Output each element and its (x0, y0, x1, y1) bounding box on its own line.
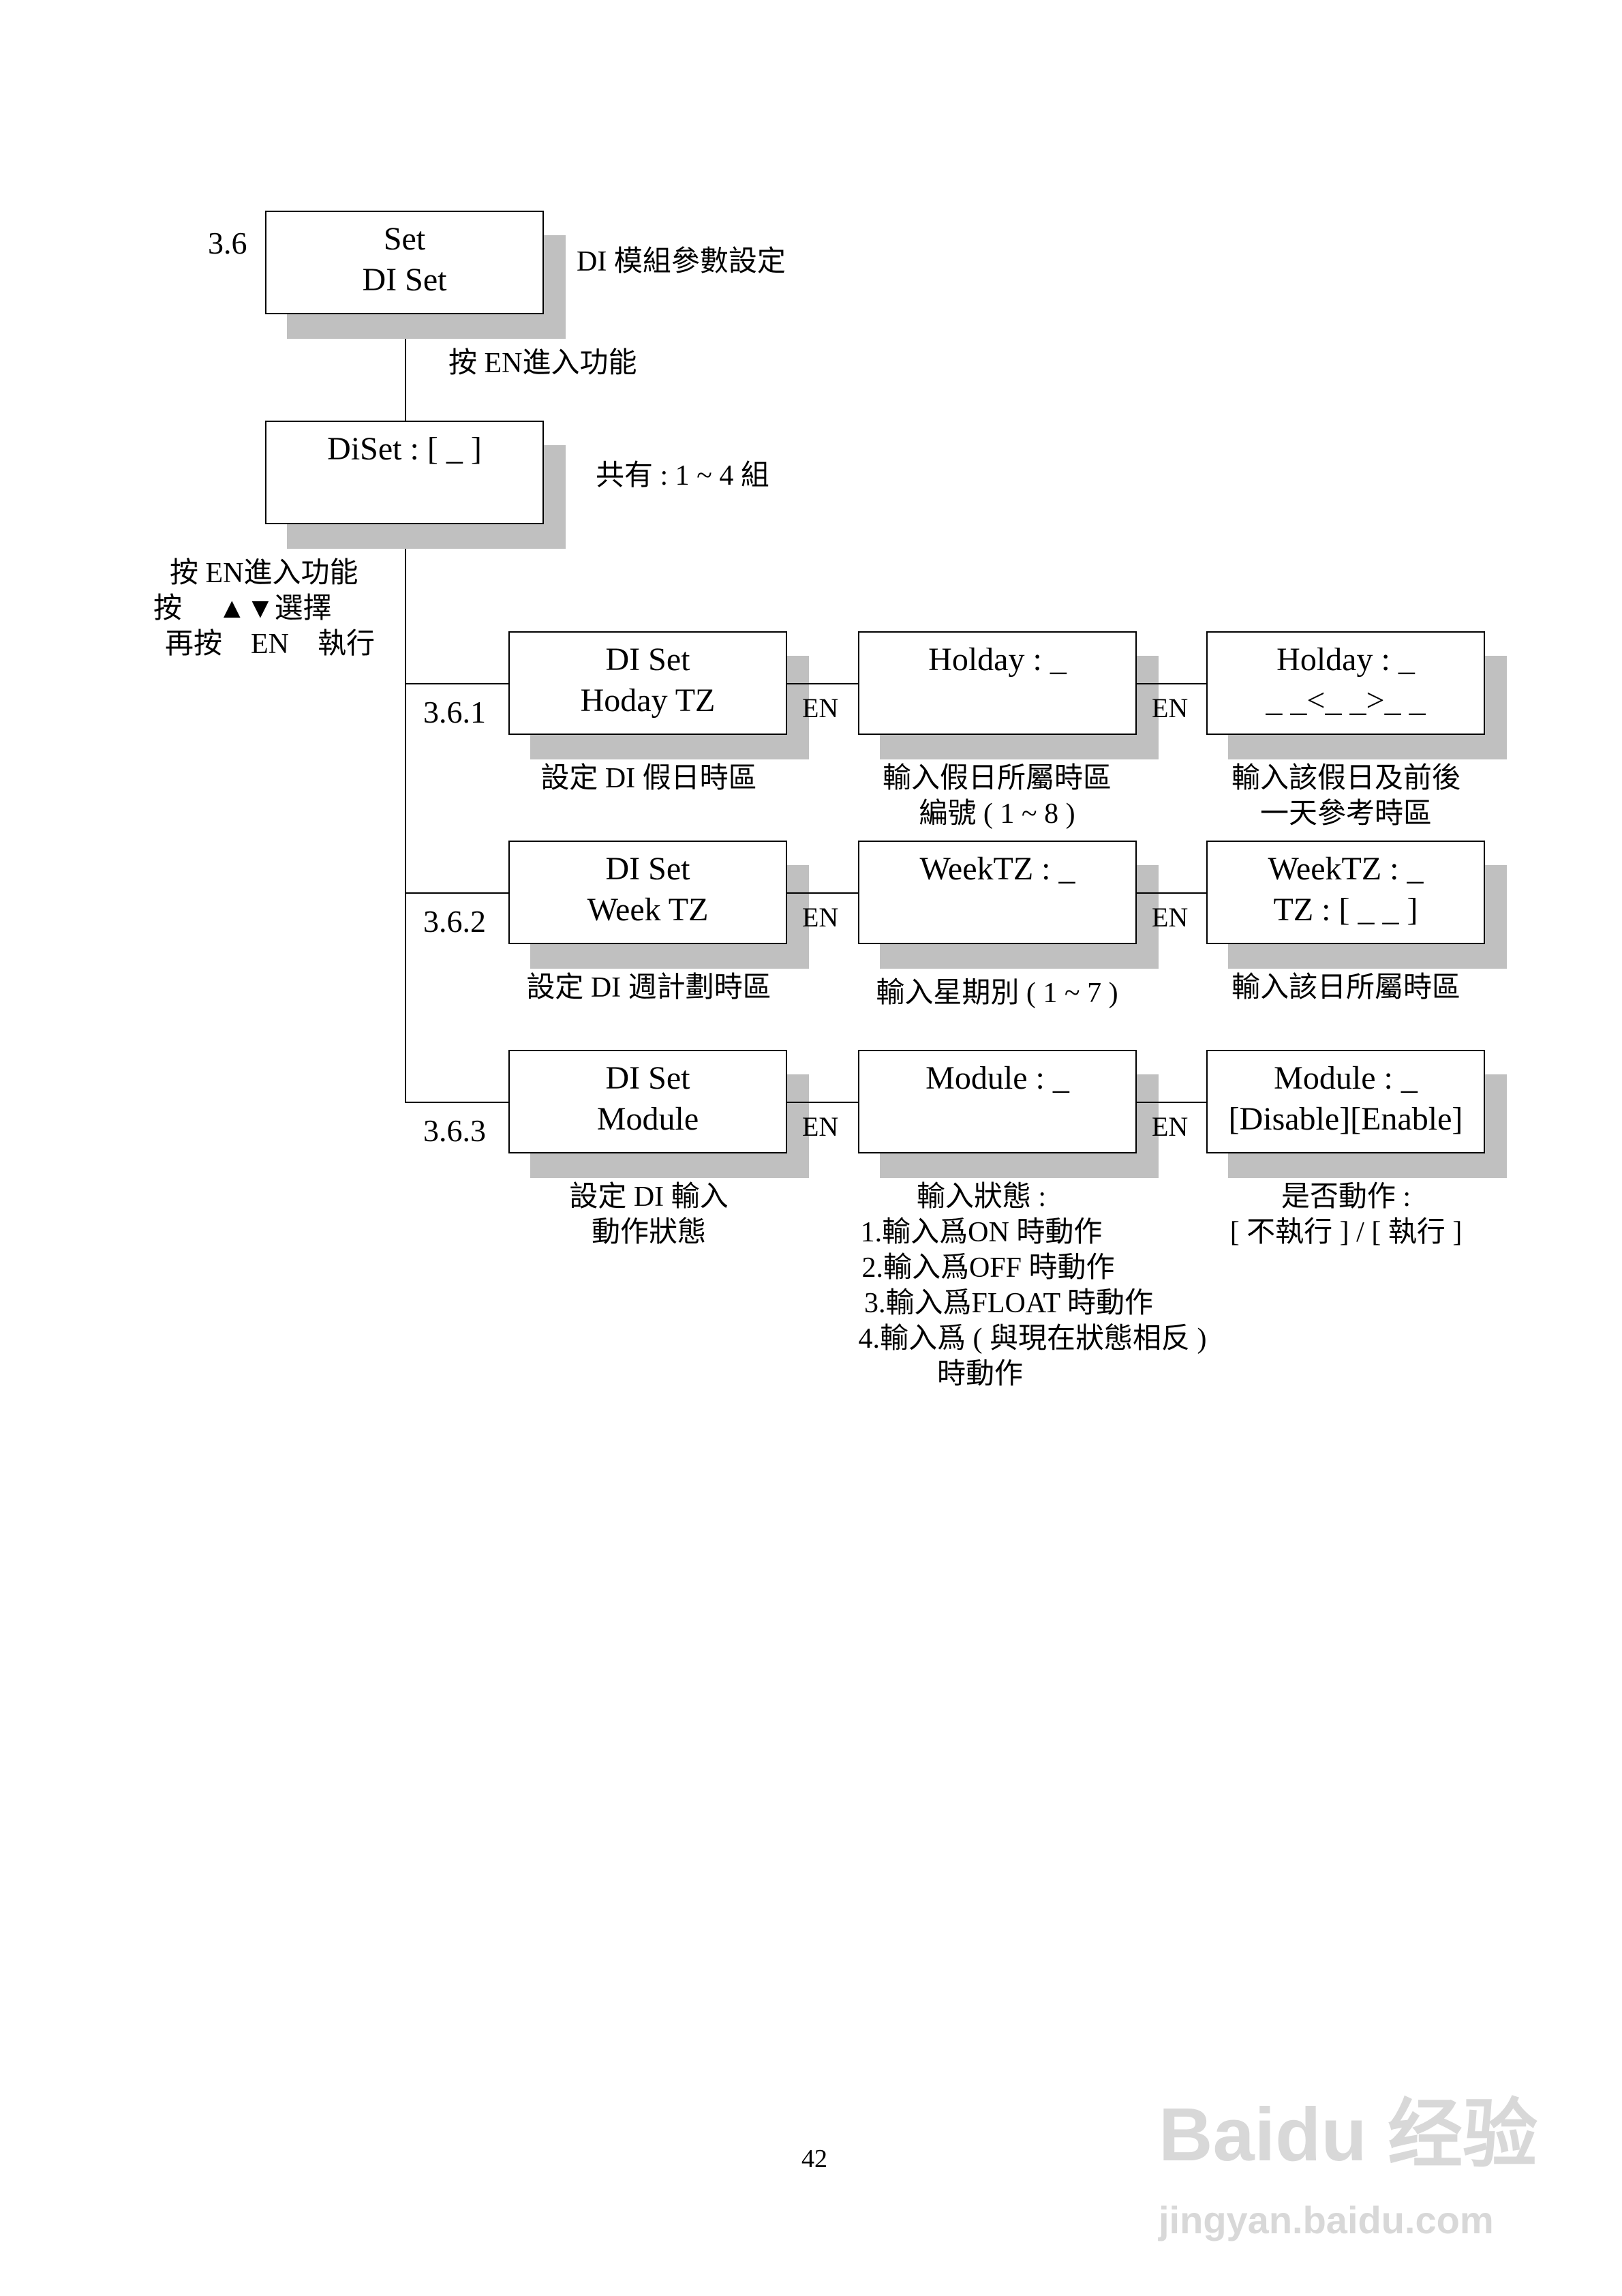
box-line: Set (383, 221, 426, 257)
watermark-logo: Baidu 经验 (1159, 2093, 1538, 2177)
description-text: [ 不執行 ] / [ 執行 ] (1229, 1217, 1463, 1248)
en-key-label: EN (802, 902, 839, 933)
box-line: Module (596, 1101, 699, 1137)
box-line: DI Set (605, 641, 690, 678)
box-line: [Disable][Enable] (1228, 1101, 1463, 1137)
box-line: WeekTZ : _ (919, 851, 1075, 887)
box-line: Module : _ (925, 1060, 1069, 1096)
description-text: 時動作 (936, 1359, 1024, 1390)
description-text: 輸入狀態 : (916, 1181, 1047, 1213)
root-box-di-set: Set DI Set (265, 211, 544, 314)
menu-box: WeekTZ : _ TZ : [ _ _ ] (1206, 841, 1485, 944)
menu-box: Module : _ (858, 1050, 1137, 1153)
section-number: 3.6.2 (423, 904, 486, 939)
en-key-label: EN (1152, 902, 1189, 933)
box-line: Hoday TZ (580, 682, 716, 719)
description-text: 1.輸入爲ON 時動作 (860, 1217, 1103, 1248)
box-line: Holday : _ (1276, 641, 1415, 678)
menu-box: Module : _ [Disable][Enable] (1206, 1050, 1485, 1153)
left-note: 按 EN進入功能 (170, 558, 358, 589)
en-key-label: EN (802, 693, 839, 723)
diset-note: 共有 : 1 ~ 4 組 (596, 460, 769, 492)
branch-line (406, 683, 508, 684)
watermark-url: jingyan.baidu.com (1159, 2199, 1494, 2241)
menu-box: Holday : _ (858, 631, 1137, 735)
box-line: DI Set (605, 1060, 690, 1096)
connector-line (1137, 892, 1206, 894)
description-text: 輸入假日所屬時區 (882, 763, 1112, 794)
description-text: 輸入該日所屬時區 (1231, 972, 1461, 1003)
branch-line (406, 1102, 508, 1103)
section-number: 3.6 (208, 226, 247, 260)
en-key-label: EN (802, 1111, 839, 1142)
connector-line (787, 1102, 858, 1103)
en-key-label: EN (1152, 1111, 1189, 1142)
menu-box: Holday : _ _ _<_ _>_ _ (1206, 631, 1485, 735)
description-text: 設定 DI 輸入 (569, 1181, 729, 1213)
box-line: Holday : _ (928, 641, 1067, 678)
box-line: DI Set (362, 262, 447, 298)
description-text: 輸入星期別 ( 1 ~ 7 ) (876, 978, 1118, 1009)
menu-box: WeekTZ : _ (858, 841, 1137, 944)
connector-line (787, 892, 858, 894)
box-line: DI Set (605, 851, 690, 887)
connector-line (1137, 683, 1206, 684)
box-line: TZ : [ _ _ ] (1273, 892, 1418, 928)
menu-box: DI Set Week TZ (508, 841, 787, 944)
page-number: 42 (801, 2145, 827, 2173)
section-number: 3.6.1 (423, 695, 486, 729)
menu-box: DI Set Module (508, 1050, 787, 1153)
enter-note: 按 EN進入功能 (448, 348, 637, 379)
connector-line (787, 683, 858, 684)
description-text: 輸入該假日及前後 (1231, 763, 1461, 794)
left-note: 再按 EN 執行 (165, 629, 375, 660)
box-line: DiSet : [ _ ] (327, 431, 482, 467)
description-text: 2.輸入爲OFF 時動作 (861, 1252, 1115, 1284)
box-line: Module : _ (1274, 1060, 1418, 1096)
description-text: 3.輸入爲FLOAT 時動作 (864, 1288, 1153, 1319)
menu-box: DI Set Hoday TZ (508, 631, 787, 735)
main-connector (405, 314, 406, 1103)
description-text: 編號 ( 1 ~ 8 ) (919, 798, 1075, 830)
description-text: 設定 DI 週計劃時區 (526, 972, 771, 1003)
box-line: WeekTZ : _ (1268, 851, 1424, 887)
description-text: 4.輸入爲 ( 與現在狀態相反 ) (858, 1323, 1207, 1355)
connector-line (1137, 1102, 1206, 1103)
en-key-label: EN (1152, 693, 1189, 723)
box-line: _ _<_ _>_ _ (1266, 682, 1426, 719)
diset-box: DiSet : [ _ ] (265, 421, 544, 524)
section-number: 3.6.3 (423, 1113, 486, 1148)
root-note: DI 模組參數設定 (577, 246, 786, 277)
left-note: 按 ▲▼選擇 (153, 593, 332, 624)
box-line: Week TZ (587, 892, 709, 928)
description-text: 設定 DI 假日時區 (540, 763, 757, 794)
branch-line (406, 892, 508, 894)
description-text: 一天參考時區 (1259, 798, 1433, 830)
description-text: 是否動作 : (1281, 1181, 1411, 1213)
description-text: 動作狀態 (591, 1217, 707, 1248)
